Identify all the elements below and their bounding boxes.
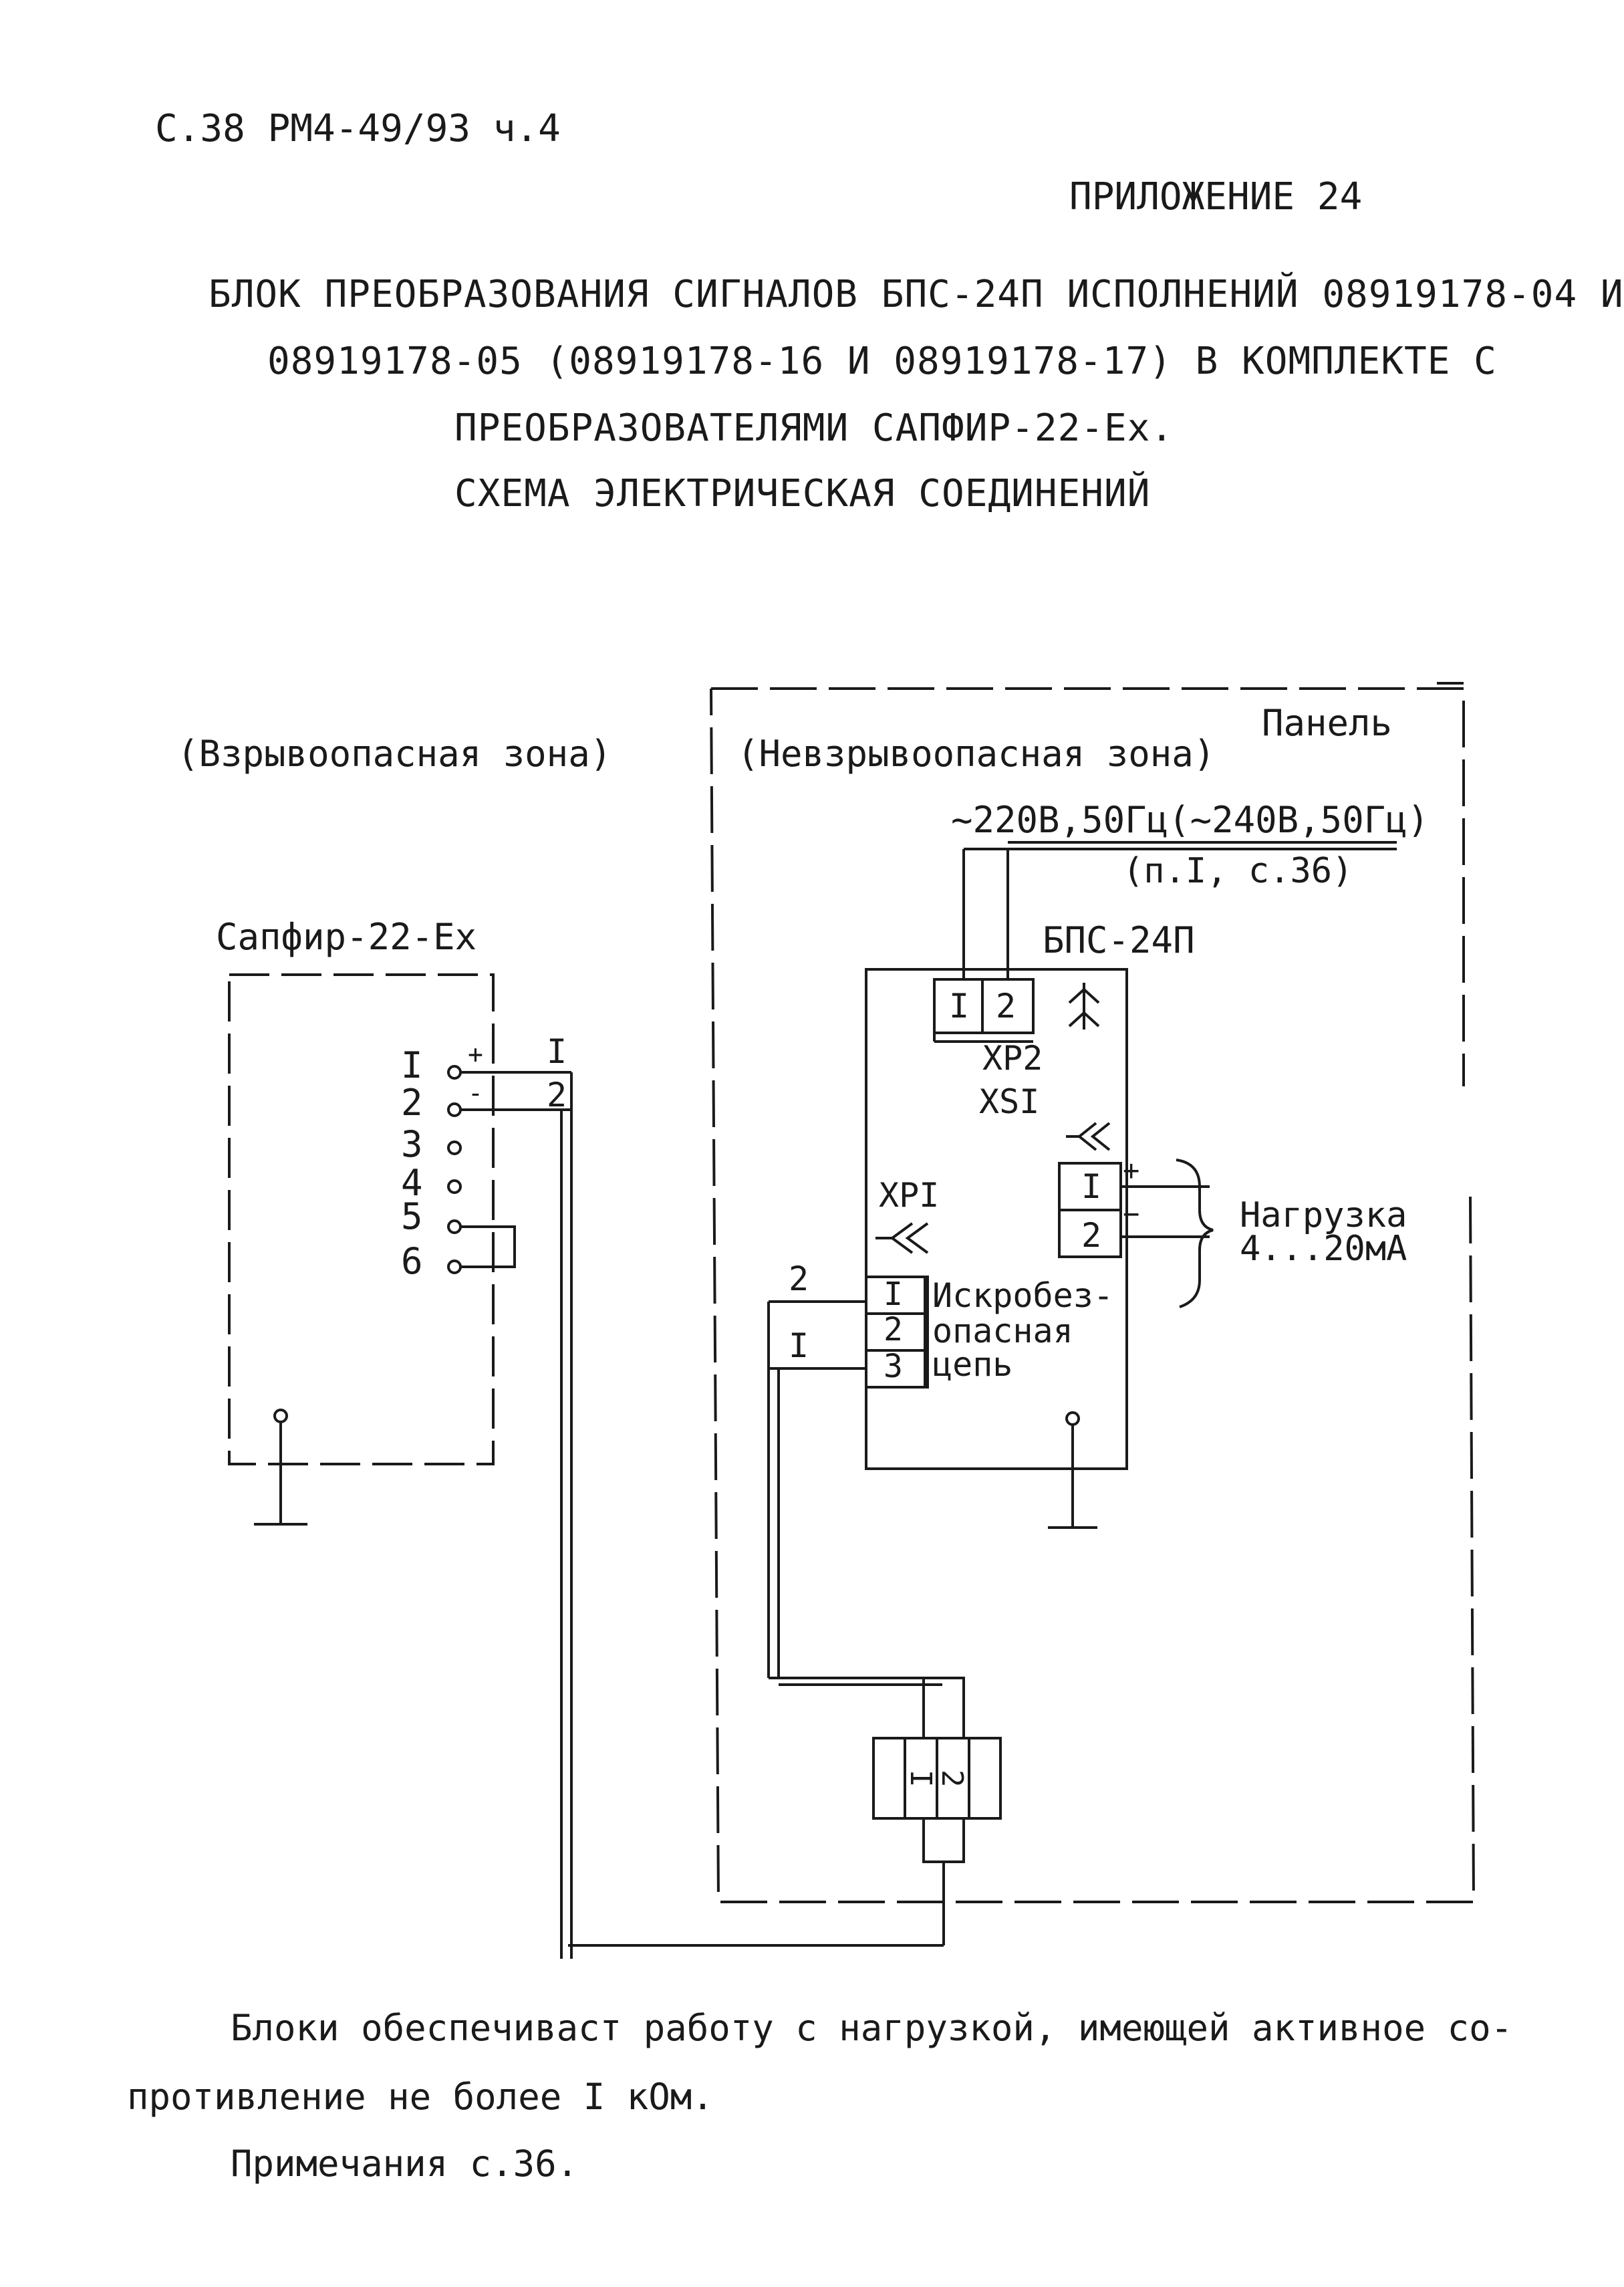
is-pin-3: 3 — [884, 1348, 903, 1385]
sapfir-terminal-label-1: I — [401, 1044, 423, 1086]
bps-ground-terminal — [1065, 1411, 1080, 1426]
sapfir-box — [228, 973, 495, 1465]
sapfir-terminal-label-6: 6 — [401, 1240, 423, 1282]
bps-label: БПС-24П — [1043, 919, 1195, 961]
is-label-1: Искробез- — [932, 1276, 1113, 1315]
xp2-label: XP2 — [982, 1039, 1043, 1078]
sapfir-terminal-label-5: 5 — [401, 1195, 423, 1237]
title-line-1: БЛОК ПРЕОБРАЗОВАНИЯ СИГНАЛОВ БПС-24П ИСП… — [209, 273, 1624, 316]
sapfir-polarity-plus: + — [468, 1040, 483, 1069]
sapfir-terminal-label-2: 2 — [401, 1082, 423, 1124]
bottom-connector-top — [922, 1677, 965, 1739]
bottom-conn-pin-1: I — [904, 1770, 938, 1788]
sapfir-terminal-2 — [447, 1102, 462, 1117]
xs1-label: XSI — [979, 1082, 1039, 1121]
title-line-3: ПРЕОБРАЗОВАТЕЛЯМИ САПФИР-22-Ex. — [454, 406, 1174, 450]
is-wire-label-1: I — [789, 1326, 809, 1365]
power-ref: (п.I, с.36) — [1123, 851, 1353, 891]
sapfir-terminal-1 — [447, 1065, 462, 1080]
sapfir-terminal-5 — [447, 1219, 462, 1234]
sapfir-polarity-minus: - — [468, 1078, 483, 1108]
zone-safe-label: (Невзрывоопасная зона) — [737, 733, 1215, 775]
is-label-2: опасная — [932, 1312, 1073, 1350]
footer-text-line-2: противление не более I кОм. — [127, 2076, 714, 2118]
title-line-2: 08919178-05 (08919178-16 И 08919178-17) … — [267, 340, 1497, 383]
sapfir-terminal-6 — [447, 1259, 462, 1274]
title-line-4: СХЕМА ЭЛЕКТРИЧЕСКАЯ СОЕДИНЕНИЙ — [454, 472, 1151, 515]
load-brace — [1176, 1159, 1214, 1308]
is-wire-label-2: 2 — [789, 1259, 809, 1298]
sapfir-terminal-4 — [447, 1179, 462, 1194]
bottom-conn-pin-2: 2 — [935, 1770, 969, 1788]
power-label: ~220В,50Гц(~240В,50Гц) — [951, 799, 1429, 841]
sapfir-terminal-3 — [447, 1140, 462, 1155]
load-label-2: 4...20мА — [1240, 1229, 1407, 1269]
sapfir-label: Сапфир-22-Ex — [216, 916, 477, 958]
load-polarity-minus: − — [1123, 1197, 1139, 1230]
is-pin-2: 2 — [884, 1311, 903, 1348]
zone-hazard-label: (Взрывоопасная зона) — [177, 733, 612, 775]
sapfir-terminal-label-4: 4 — [401, 1162, 423, 1204]
xp2-pin-1: I — [949, 987, 969, 1026]
footer-text-line-1: Блоки обеспечиваст работу с нагрузкой, и… — [231, 2007, 1513, 2049]
footer-note: Примечания с.36. — [231, 2143, 579, 2185]
is-pin-1: I — [884, 1276, 903, 1313]
wire-label-2: 2 — [547, 1076, 567, 1114]
is-label-3: цепь — [932, 1345, 1012, 1384]
panel-boundary — [710, 687, 1476, 1903]
load-pin-1: I — [1081, 1167, 1101, 1206]
load-polarity-plus: + — [1123, 1154, 1139, 1187]
sapfir-ground-terminal — [273, 1409, 288, 1423]
panel-label: Панель — [1262, 702, 1392, 744]
sapfir-terminal-label-3: 3 — [401, 1123, 423, 1165]
load-pin-2: 2 — [1081, 1216, 1101, 1255]
bottom-connector-bottom — [922, 1817, 965, 1863]
page-reference: С.38 РМ4-49/93 ч.4 — [155, 107, 561, 150]
bps-box — [865, 968, 1128, 1470]
xp2-pin-2: 2 — [996, 987, 1016, 1026]
wire-label-1: I — [547, 1032, 567, 1071]
appendix-label: ПРИЛОЖЕНИЕ 24 — [1069, 175, 1363, 219]
load-label-1: Нагрузка — [1240, 1195, 1407, 1235]
xp1-label: XPI — [879, 1176, 939, 1215]
